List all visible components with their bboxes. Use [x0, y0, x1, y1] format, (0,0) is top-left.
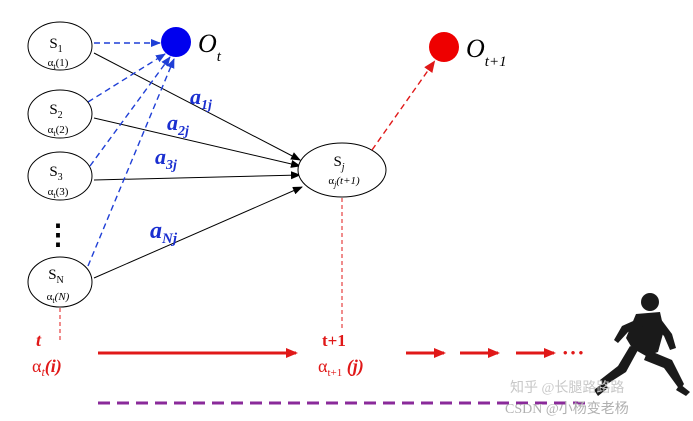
observation-o-t1: Ot+1: [429, 32, 507, 70]
state-s2-name: S2: [49, 102, 62, 121]
state-sn: SN αt(N): [27, 256, 93, 308]
state-s3: S3 αt(3): [27, 151, 93, 201]
observation-o-t-node: [161, 27, 191, 57]
watermark-zhihu: 知乎 @长腿路路路: [510, 379, 624, 396]
transition-arrow-3: [93, 171, 301, 181]
state-s1-name: S1: [49, 36, 62, 55]
emission-arrow-2: [87, 53, 166, 103]
label-a3j: a3j: [155, 144, 177, 173]
emission-arrow-3: [89, 56, 171, 167]
state-s1-value: αt(1): [48, 57, 69, 71]
label-a2j: a2j: [167, 110, 189, 139]
observation-o-t1-node: [429, 32, 459, 62]
alpha-t-label: αt(i): [32, 356, 62, 379]
transition-arrow-1: [93, 52, 301, 161]
label-anj: aNj: [150, 218, 178, 247]
state-s3-name: S3: [49, 164, 62, 183]
state-sj: Sj αj(t+1): [297, 142, 387, 198]
state-sj-value: αj(t+1): [328, 175, 360, 189]
state-s2: S2 αt(2): [27, 89, 93, 139]
time-label-t: t: [36, 330, 42, 350]
label-a1j: a1j: [190, 84, 212, 113]
runner-silhouette: [594, 293, 690, 396]
watermark-csdn: CSDN @小杨变老杨: [505, 401, 629, 417]
transition-arrows: [93, 52, 303, 279]
vertical-ellipsis: ⋮: [44, 220, 72, 251]
observation-o-t-label: Ot: [198, 29, 222, 65]
transition-arrow-2: [93, 117, 301, 168]
state-sn-name: SN: [48, 267, 64, 286]
state-sn-value: αt(N): [47, 291, 70, 305]
alpha-t1-label: αt+1 (j): [318, 356, 364, 379]
transition-labels: a1j a2j a3j aNj: [150, 84, 212, 247]
state-s1: S1 αt(1): [27, 21, 93, 71]
state-s3-value: αt(3): [48, 186, 69, 200]
state-sj-name: Sj: [333, 154, 344, 173]
observation-o-t: Ot: [161, 27, 222, 65]
observation-o-t1-label: Ot+1: [466, 34, 507, 70]
emission-arrows: [87, 39, 175, 267]
time-label-t1: t+1: [322, 331, 346, 350]
transition-arrow-n: [93, 186, 303, 279]
emission-arrow-n: [87, 58, 175, 267]
state-s2-value: αt(2): [48, 124, 69, 138]
timeline-dots: • • •: [563, 345, 584, 360]
emission-arrow-target: [371, 60, 436, 151]
